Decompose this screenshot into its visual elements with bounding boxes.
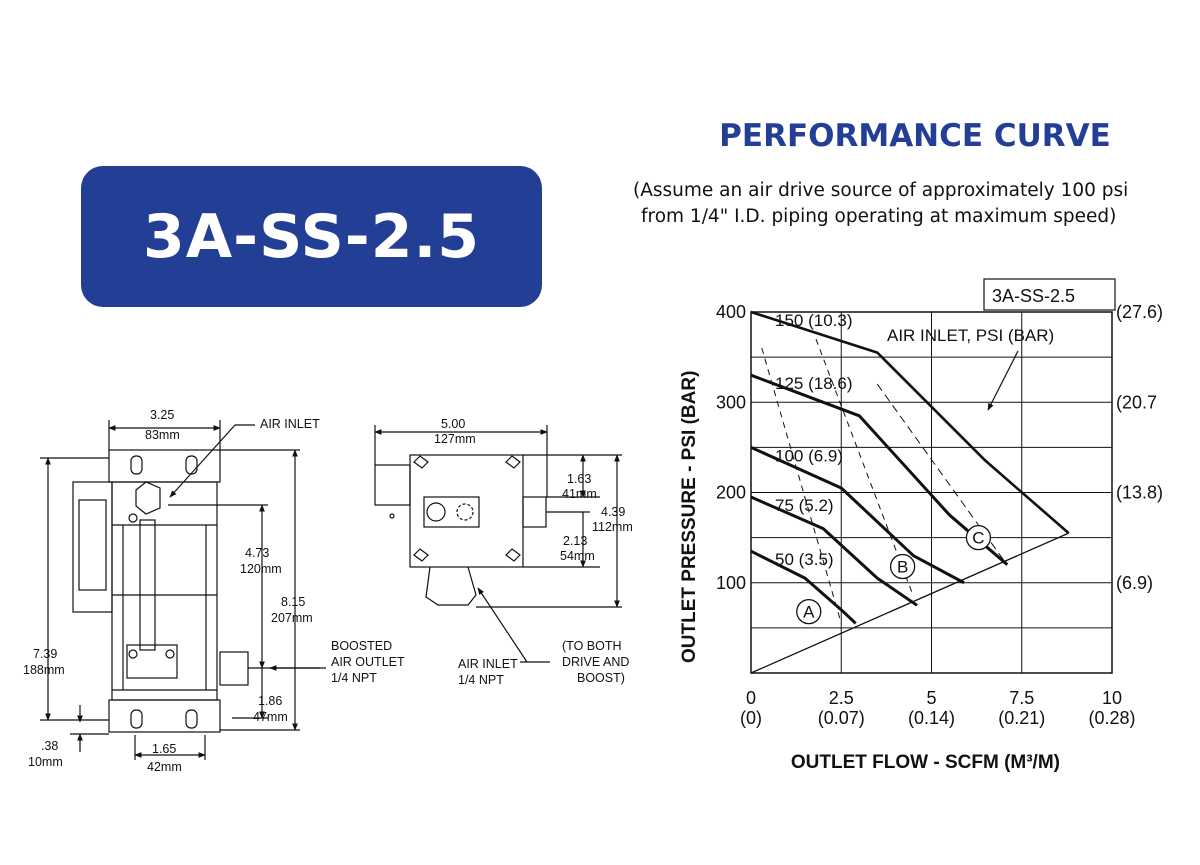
- x-axis-label: OUTLET FLOW - SCFM (M³/M): [791, 752, 1060, 773]
- series-label: 75 (5.2): [775, 496, 834, 515]
- chart-model-box: [983, 278, 1116, 311]
- dim-83mm: 83mm: [145, 428, 180, 442]
- series-label: 125 (18.6): [775, 374, 853, 393]
- region-label: A: [803, 603, 815, 622]
- chart-frame: [750, 311, 1113, 674]
- side-air-inlet-line1: AIR INLET: [458, 657, 518, 671]
- dim-5-00: 5.00: [441, 417, 465, 431]
- dim-54mm: 54mm: [560, 549, 595, 563]
- y-tick-label-left: 200: [716, 483, 746, 503]
- dim-1-63: 1.63: [567, 472, 591, 486]
- x-tick-label: 2.5: [829, 688, 854, 708]
- dim-8-15: 8.15: [281, 595, 305, 609]
- dim-1-65: 1.65: [152, 742, 176, 756]
- dim-41mm: 41mm: [562, 487, 597, 501]
- to-both-line2: DRIVE AND: [562, 655, 629, 669]
- x-tick-label: 10: [1102, 688, 1122, 708]
- x-tick-sublabel: (0): [740, 708, 762, 728]
- guide-line-a: [761, 347, 842, 624]
- guide-line-c: [876, 383, 1005, 561]
- y-tick-label-right: (6.9): [1116, 573, 1153, 593]
- side-air-inlet-line2: 1/4 NPT: [458, 673, 504, 687]
- dim-47mm: 47mm: [253, 710, 288, 724]
- side-body: [409, 454, 524, 568]
- air-inlet-label: AIR INLET: [260, 417, 320, 431]
- region-marker: [889, 553, 916, 580]
- series-curve: [750, 549, 857, 625]
- x-tick-sublabel: (0.07): [818, 708, 865, 728]
- dim-120mm: 120mm: [240, 562, 282, 576]
- dim-2-13: 2.13: [563, 534, 587, 548]
- to-both-line1: (TO BOTH: [562, 639, 622, 653]
- region-label: C: [972, 529, 984, 548]
- dim-10mm: 10mm: [28, 755, 63, 769]
- dim-112mm: 112mm: [592, 520, 633, 534]
- series-label: 50 (3.5): [775, 550, 834, 569]
- legend-title: AIR INLET, PSI (BAR): [887, 326, 1054, 345]
- front-bottom-block: [108, 699, 221, 733]
- x-tick-label: 7.5: [1009, 688, 1034, 708]
- series-curve: [750, 373, 1009, 566]
- x-tick-sublabel: (0.14): [908, 708, 955, 728]
- dim-207mm: 207mm: [271, 611, 313, 625]
- region-label: B: [897, 558, 908, 577]
- region-marker: [796, 598, 822, 625]
- x-tick-sublabel: (0.28): [1088, 708, 1135, 728]
- front-cylinder: [111, 481, 218, 701]
- dim-127mm: 127mm: [434, 432, 476, 446]
- performance-subtitle-line2: from 1/4" I.D. piping operating at maxim…: [641, 206, 1117, 227]
- side-inlet-fitting: [425, 566, 477, 606]
- y-tick-label-left: 300: [716, 392, 746, 412]
- x-tick-sublabel: (0.21): [998, 708, 1045, 728]
- y-tick-label-left: 100: [716, 573, 746, 593]
- region-marker: [965, 524, 992, 551]
- series-curve: [750, 446, 965, 585]
- series-curve: [750, 495, 918, 607]
- dim-1-86: 1.86: [258, 694, 282, 708]
- performance-subtitle-line1: (Assume an air drive source of approxima…: [633, 180, 1129, 201]
- front-piston-block: [126, 644, 178, 679]
- boosted-outlet-line2: AIR OUTLET: [331, 655, 405, 669]
- guide-line-b: [815, 338, 914, 597]
- dim-3-25: 3.25: [150, 408, 174, 422]
- dim-42mm: 42mm: [147, 760, 182, 774]
- x-tick-label: 5: [926, 688, 936, 708]
- air-inlet-fitting: [135, 481, 161, 515]
- boosted-outlet-line1: BOOSTED: [331, 639, 392, 653]
- x-tick-label: 0: [746, 688, 756, 708]
- dim-4-39: 4.39: [601, 505, 625, 519]
- dim-0-38: .38: [41, 739, 58, 753]
- chart-grid: [751, 312, 1112, 673]
- front-outlet-port: [219, 651, 249, 686]
- series-curve: [750, 310, 1070, 535]
- dim-4-73: 4.73: [245, 546, 269, 560]
- y-tick-label-right: (13.8): [1116, 483, 1163, 503]
- model-badge: 3A-SS-2.5: [81, 166, 542, 307]
- boosted-outlet-line3: 1/4 NPT: [331, 671, 377, 685]
- to-both-line3: BOOST): [577, 671, 625, 685]
- series-label: 100 (6.9): [775, 446, 843, 465]
- front-piston-rod: [139, 519, 156, 651]
- duty-line: [750, 532, 1069, 674]
- performance-title: PERFORMANCE CURVE: [719, 118, 1111, 154]
- dim-188mm: 188mm: [23, 663, 65, 677]
- front-side-plate: [72, 481, 113, 613]
- y-tick-label-right: (20.7: [1116, 392, 1157, 412]
- chart-model-label: 3A-SS-2.5: [992, 286, 1075, 306]
- y-axis-label: OUTLET PRESSURE - PSI (BAR): [679, 371, 700, 663]
- model-name: 3A-SS-2.5: [142, 201, 480, 272]
- y-tick-label-left: 400: [716, 302, 746, 322]
- y-tick-label-right: (27.6): [1116, 302, 1163, 322]
- dim-7-39: 7.39: [33, 647, 57, 661]
- series-label: 150 (10.3): [775, 311, 853, 330]
- front-top-block: [108, 449, 221, 483]
